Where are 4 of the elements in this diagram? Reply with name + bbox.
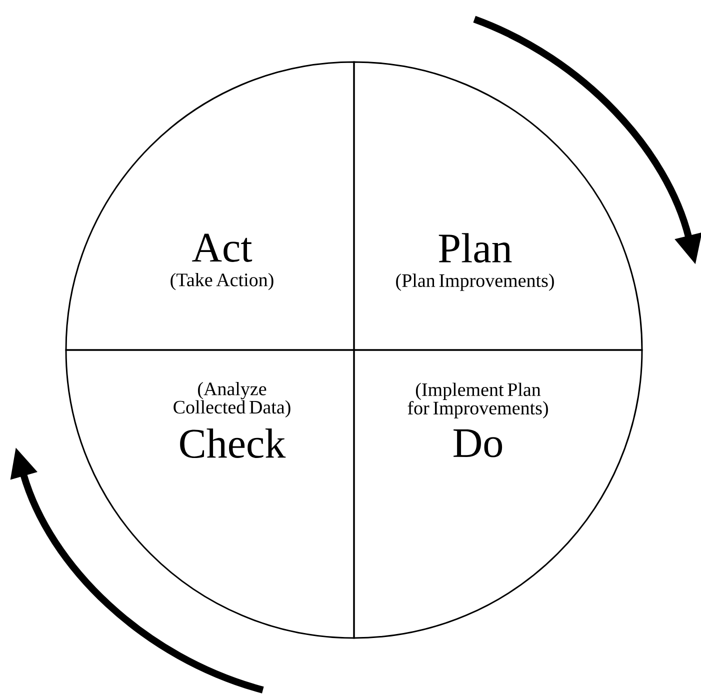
quadrant-sector: Plan (Plan Improvements) [353, 61, 643, 351]
quadrant-sector: (Analyze Collected Data) Check [65, 349, 355, 639]
quadrant-sector: (Implement Plan for Improvements) Do [353, 349, 643, 639]
quadrant-sector: Act (Take Action) [65, 61, 355, 351]
